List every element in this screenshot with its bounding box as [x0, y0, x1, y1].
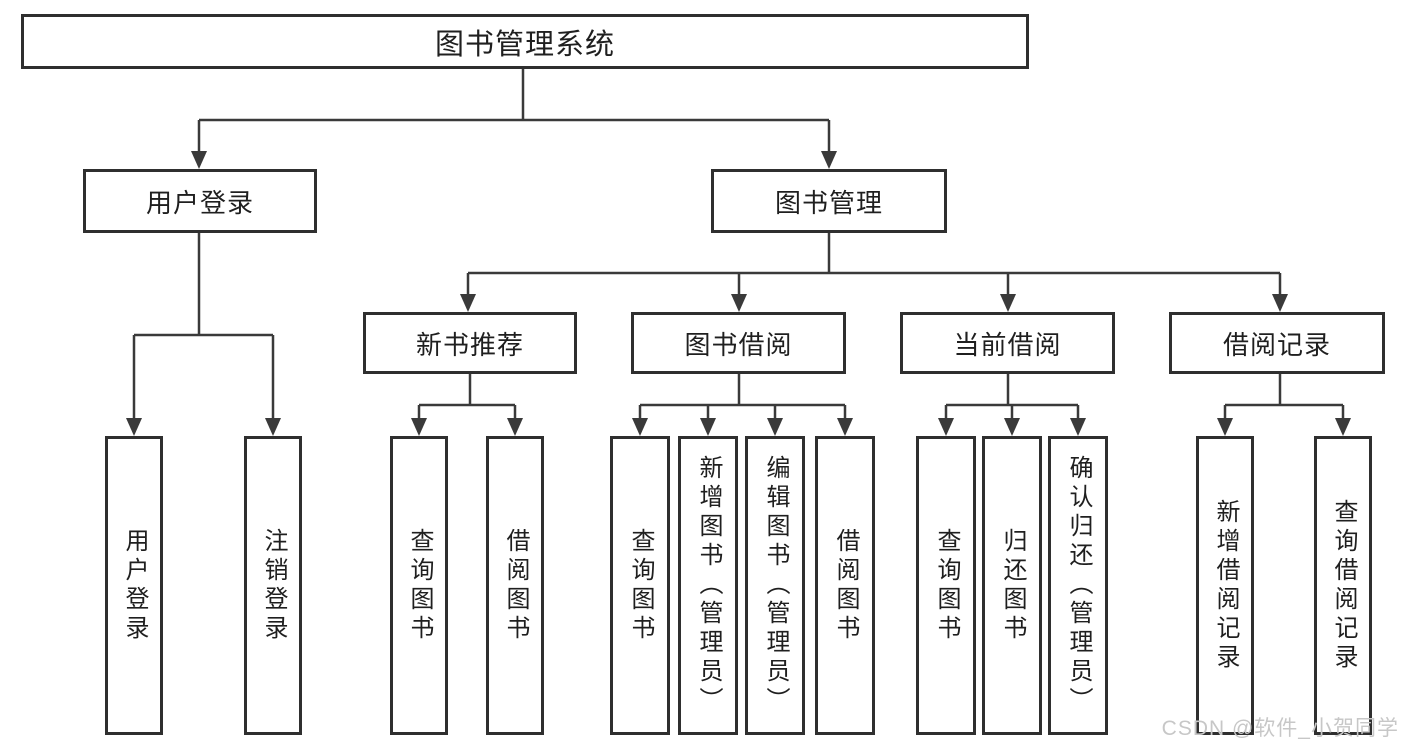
leaf-add-book-admin: 新增图书（管理员） [678, 436, 738, 735]
leaf-borrow-books: 借阅图书 [815, 436, 875, 735]
node-user-login: 用户登录 [83, 169, 317, 233]
leaf-label: 注销登录 [260, 527, 287, 644]
leaf-label: 确认归还（管理员） [1065, 455, 1092, 716]
node-root-system: 图书管理系统 [21, 14, 1029, 69]
leaf-edit-book-admin: 编辑图书（管理员） [745, 436, 805, 735]
leaf-label: 查询图书 [627, 527, 654, 644]
leaf-label: 查询图书 [406, 527, 433, 644]
leaf-logout: 注销登录 [244, 436, 302, 735]
leaf-label: 编辑图书（管理员） [762, 455, 789, 716]
leaf-query-borrow-record: 查询借阅记录 [1314, 436, 1372, 735]
leaf-label: 查询图书 [933, 527, 960, 644]
leaf-borrow-books: 借阅图书 [486, 436, 544, 735]
node-current-borrowing: 当前借阅 [900, 312, 1115, 374]
leaf-query-books: 查询图书 [390, 436, 448, 735]
leaf-label: 新增借阅记录 [1212, 498, 1239, 673]
leaf-label: 用户登录 [121, 527, 148, 644]
leaf-user-login: 用户登录 [105, 436, 163, 735]
leaf-query-books: 查询图书 [610, 436, 670, 735]
node-book-management: 图书管理 [711, 169, 947, 233]
leaf-return-books: 归还图书 [982, 436, 1042, 735]
leaf-label: 借阅图书 [832, 527, 859, 644]
csdn-watermark: CSDN @软件_小贺同学 [1161, 717, 1399, 740]
leaf-label: 借阅图书 [502, 527, 529, 644]
leaf-label: 新增图书（管理员） [695, 455, 722, 716]
leaf-label: 查询借阅记录 [1330, 498, 1357, 673]
node-book-borrowing: 图书借阅 [631, 312, 846, 374]
leaf-query-books: 查询图书 [916, 436, 976, 735]
node-new-book-recommend: 新书推荐 [363, 312, 577, 374]
node-borrow-records: 借阅记录 [1169, 312, 1385, 374]
leaf-add-borrow-record: 新增借阅记录 [1196, 436, 1254, 735]
leaf-confirm-return-admin: 确认归还（管理员） [1048, 436, 1108, 735]
leaf-label: 归还图书 [999, 527, 1026, 644]
